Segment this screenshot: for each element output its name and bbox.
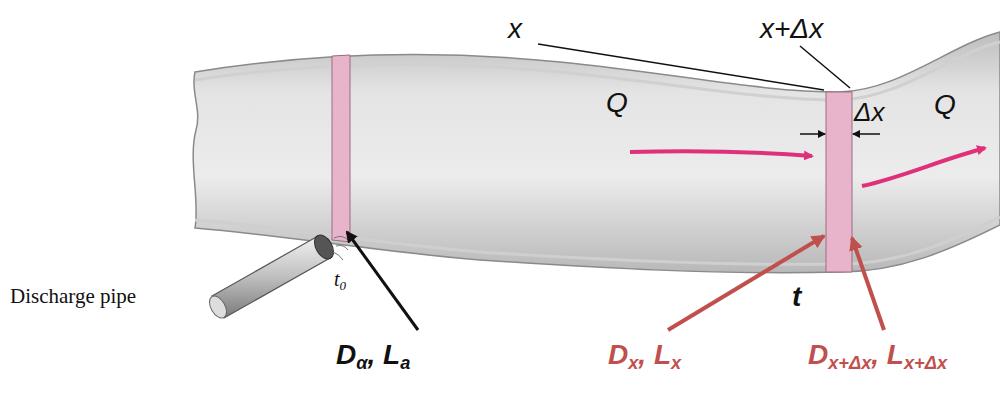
flow-arrow xyxy=(630,151,812,156)
flow-label: Q xyxy=(606,88,628,119)
upstream-slice xyxy=(332,55,350,242)
position-label: x xyxy=(508,14,522,45)
downstream-slice xyxy=(826,92,852,272)
pointer-arrow xyxy=(347,232,418,330)
concentration-label: Dx+Δx, Lx+Δx xyxy=(808,340,947,371)
concentration-label: Dx, Lx xyxy=(608,340,681,371)
flow-label: Q xyxy=(934,90,956,121)
dimension-arrow xyxy=(853,133,880,135)
pointer-arrow xyxy=(852,238,884,330)
leader-line xyxy=(538,44,824,90)
position-label: x+Δx xyxy=(760,14,823,45)
pointer-arrow xyxy=(668,236,824,330)
dimension-label: Δx xyxy=(854,98,884,127)
flow-arrow xyxy=(862,148,985,186)
leader-line xyxy=(800,46,850,88)
discharge-pipe xyxy=(206,232,348,321)
concentration-label: Dα, La xyxy=(336,340,410,371)
dimension-arrow xyxy=(800,133,825,135)
stream-body xyxy=(193,32,1000,273)
time-label: t0 xyxy=(334,268,346,290)
part-label: Discharge pipe xyxy=(10,285,136,308)
time-label: t xyxy=(792,282,801,313)
